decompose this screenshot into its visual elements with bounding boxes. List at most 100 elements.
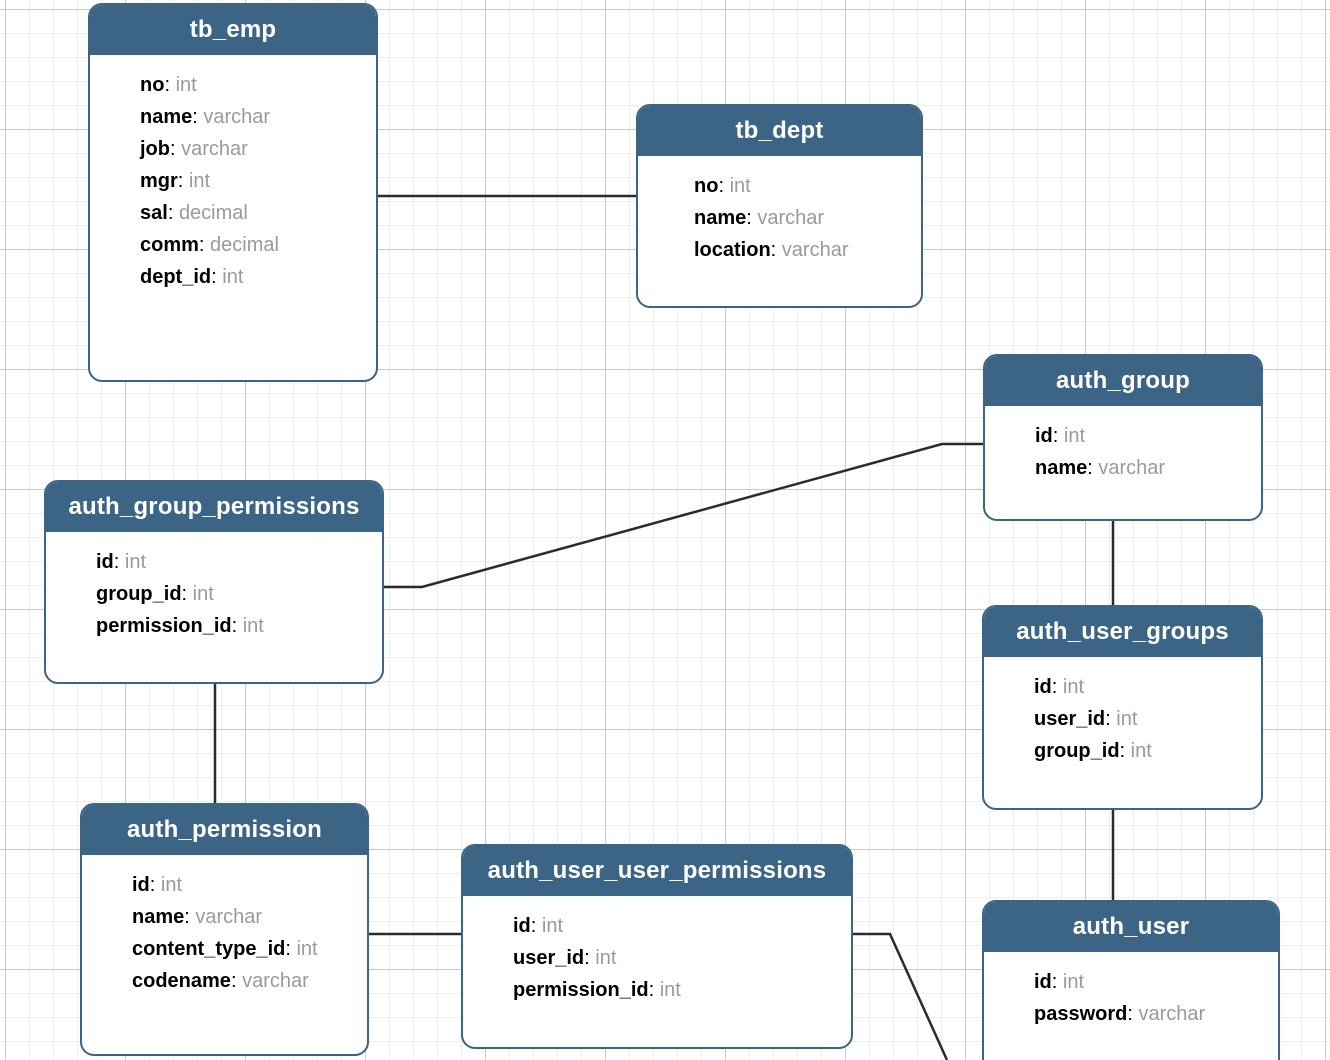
field-separator: : — [211, 266, 223, 289]
entity-title-auth_permission: auth_permission — [82, 805, 367, 856]
field-type: varchar — [195, 906, 263, 929]
field-separator: : — [192, 106, 204, 129]
field-name: id — [96, 551, 114, 574]
field-name: mgr — [140, 170, 178, 193]
field-name: codename — [132, 970, 231, 993]
field-row: mgr: int — [90, 165, 376, 197]
field-row: permission_id: int — [463, 974, 851, 1006]
field-separator: : — [1051, 676, 1063, 699]
field-row: user_id: int — [463, 942, 851, 974]
field-type: varchar — [1098, 457, 1166, 480]
field-row: user_id: int — [984, 703, 1261, 735]
field-row: id: int — [984, 966, 1278, 998]
field-name: permission_id — [96, 615, 232, 638]
field-separator: : — [181, 583, 193, 606]
field-name: dept_id — [140, 266, 212, 289]
field-row: group_id: int — [46, 578, 382, 610]
field-row: name: varchar — [90, 101, 376, 133]
field-separator: : — [1105, 708, 1117, 731]
field-separator: : — [198, 234, 211, 257]
field-name: location — [694, 239, 771, 262]
field-row: group_id: int — [984, 735, 1261, 767]
edge-agp-authgroup — [384, 442, 983, 589]
field-separator: : — [170, 138, 182, 161]
field-separator: : — [718, 175, 730, 198]
field-separator: : — [1087, 457, 1099, 480]
entity-title-auth_user_groups: auth_user_groups — [984, 607, 1261, 658]
field-row: name: varchar — [638, 202, 921, 234]
entity-title-tb_dept: tb_dept — [638, 106, 921, 157]
field-type: varchar — [757, 207, 825, 230]
field-separator: : — [770, 239, 782, 262]
field-name: user_id — [1034, 708, 1106, 731]
field-separator: : — [648, 979, 660, 1002]
field-name: name — [132, 906, 185, 929]
field-type: decimal — [210, 234, 279, 257]
field-type: int — [242, 615, 264, 638]
field-type: int — [296, 938, 318, 961]
field-name: id — [513, 915, 531, 938]
field-row: id: int — [985, 420, 1261, 452]
field-type: varchar — [242, 970, 309, 993]
field-separator: : — [184, 906, 196, 929]
field-name: job — [140, 138, 170, 161]
field-name: name — [694, 207, 747, 230]
field-name: user_id — [513, 947, 585, 970]
field-row: id: int — [463, 910, 851, 942]
field-row: job: varchar — [90, 133, 376, 165]
entity-title-tb_emp: tb_emp — [90, 5, 376, 56]
entity-title-auth_user_user_permissions: auth_user_user_permissions — [463, 846, 851, 897]
field-name: name — [1035, 457, 1088, 480]
entity-title-auth_group: auth_group — [985, 356, 1261, 407]
field-row: id: int — [82, 869, 367, 901]
field-row: name: varchar — [82, 901, 367, 933]
field-row: comm: decimal — [90, 229, 376, 261]
field-separator: : — [584, 947, 596, 970]
field-type: int — [222, 266, 244, 289]
field-row: no: int — [90, 69, 376, 101]
field-type: int — [595, 947, 617, 970]
entity-title-auth_group_permissions: auth_group_permissions — [46, 482, 382, 533]
field-separator: : — [113, 551, 125, 574]
field-separator: : — [167, 202, 179, 225]
field-separator: : — [230, 970, 243, 993]
field-separator: : — [149, 874, 161, 897]
field-row: dept_id: int — [90, 261, 376, 293]
field-separator: : — [164, 74, 176, 97]
field-type: int — [1062, 971, 1085, 994]
field-type: int — [175, 74, 197, 97]
field-separator: : — [746, 207, 758, 230]
field-type: int — [1116, 708, 1138, 731]
field-separator: : — [177, 170, 189, 193]
field-type: varchar — [781, 239, 849, 262]
field-row: id: int — [984, 671, 1261, 703]
field-name: permission_id — [513, 979, 649, 1002]
field-row: content_type_id: int — [82, 933, 367, 965]
field-row: name: varchar — [985, 452, 1261, 484]
field-separator: : — [530, 915, 542, 938]
field-type: int — [729, 175, 751, 198]
entity-title-auth_user: auth_user — [984, 902, 1278, 953]
field-name: content_type_id — [132, 938, 286, 961]
field-name: id — [1034, 676, 1052, 699]
field-type: int — [188, 170, 211, 193]
field-row: password: varchar — [984, 998, 1278, 1030]
edge-auup-authuser — [853, 932, 949, 1060]
field-name: no — [140, 74, 165, 97]
